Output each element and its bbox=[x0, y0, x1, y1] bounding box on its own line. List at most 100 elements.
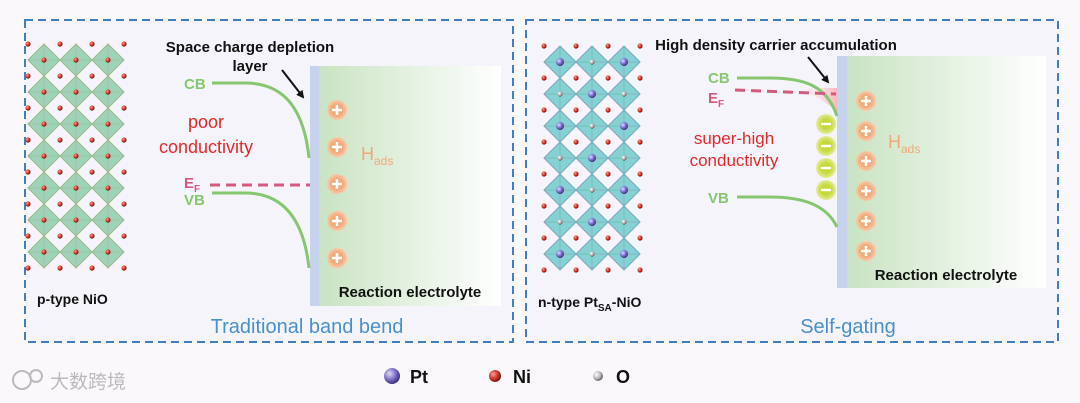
ni-atom bbox=[57, 41, 63, 47]
ni-atom bbox=[637, 107, 643, 113]
pt-atom bbox=[556, 186, 564, 194]
ni-atom bbox=[637, 43, 643, 49]
hads-label-left: Hads bbox=[361, 144, 393, 168]
ni-atom bbox=[89, 265, 95, 271]
ni-atom bbox=[541, 139, 547, 145]
o-atom bbox=[621, 219, 627, 225]
o-atom bbox=[621, 155, 627, 161]
left-panel: Space charge depletion layer CB VB EF po… bbox=[24, 19, 514, 343]
ni-atom bbox=[89, 233, 95, 239]
ni-atom bbox=[573, 203, 579, 209]
panel-title-left: Traditional band bend bbox=[211, 316, 404, 338]
ni-atom bbox=[573, 139, 579, 145]
ni-atom bbox=[105, 153, 111, 159]
ni-atom bbox=[73, 249, 79, 255]
legend-item-ni: Ni bbox=[489, 367, 531, 387]
ni-atom bbox=[121, 233, 127, 239]
ni-atom bbox=[25, 169, 31, 175]
ni-atom bbox=[25, 73, 31, 79]
o-atom bbox=[589, 251, 595, 257]
ni-atom bbox=[73, 121, 79, 127]
ni-atom bbox=[105, 89, 111, 95]
positive-charges-right bbox=[856, 91, 876, 261]
ni-atom bbox=[57, 265, 63, 271]
ni-atom bbox=[41, 217, 47, 223]
pt-atom bbox=[620, 250, 628, 258]
negative-charge bbox=[816, 114, 836, 134]
ni-atom bbox=[57, 73, 63, 79]
ni-atom bbox=[105, 217, 111, 223]
positive-charges-left bbox=[327, 100, 347, 268]
annotation-right: High density carrier accumulation bbox=[655, 37, 897, 54]
o-atom bbox=[589, 59, 595, 65]
ni-atom bbox=[121, 41, 127, 47]
ni-atom bbox=[89, 201, 95, 207]
pt-atom bbox=[620, 122, 628, 130]
legend-label: Ni bbox=[513, 367, 531, 387]
ni-atom bbox=[41, 249, 47, 255]
ni-atom bbox=[541, 235, 547, 241]
electrolyte-label-left: Reaction electrolyte bbox=[339, 284, 482, 301]
ni-atom bbox=[25, 233, 31, 239]
annotation-left-line1: Space charge depletion bbox=[166, 39, 334, 56]
ni-atom bbox=[25, 105, 31, 111]
legend-label: O bbox=[616, 367, 630, 387]
valence-band-left bbox=[212, 191, 311, 269]
pt-atom bbox=[588, 90, 596, 98]
electrode-surface-right bbox=[837, 56, 847, 288]
ni-atom bbox=[121, 201, 127, 207]
ni-atom bbox=[605, 75, 611, 81]
ni-atom bbox=[105, 57, 111, 63]
pt-atom bbox=[620, 58, 628, 66]
electrode-surface-left bbox=[310, 66, 319, 306]
positive-charge bbox=[327, 174, 347, 194]
ef-label-left: EF bbox=[184, 175, 200, 195]
ni-atom bbox=[573, 75, 579, 81]
positive-charge bbox=[327, 137, 347, 157]
ni-atom bbox=[89, 169, 95, 175]
ni-atom bbox=[73, 185, 79, 191]
pt-atom bbox=[556, 58, 564, 66]
ni-atom bbox=[89, 105, 95, 111]
depletion-arrow bbox=[281, 69, 305, 99]
ni-atom bbox=[541, 107, 547, 113]
ni-atom bbox=[57, 201, 63, 207]
material-label-left: p-type NiO bbox=[37, 291, 108, 307]
positive-charge bbox=[327, 100, 347, 120]
cb-label-right: CB bbox=[708, 70, 730, 87]
conductivity-right-line2: conductivity bbox=[690, 151, 779, 170]
hads-label-right: Hads bbox=[888, 132, 920, 156]
o-atom bbox=[557, 91, 563, 97]
ni-atom bbox=[25, 265, 31, 271]
ni-atom bbox=[41, 185, 47, 191]
ni-atom bbox=[105, 249, 111, 255]
ni-atom bbox=[637, 203, 643, 209]
material-label-right: n-type PtSA-NiO bbox=[538, 294, 641, 314]
positive-charge bbox=[856, 181, 876, 201]
negative-charge bbox=[816, 136, 836, 156]
ni-atom bbox=[541, 267, 547, 273]
negative-charge bbox=[816, 158, 836, 178]
ni-atom bbox=[605, 267, 611, 273]
annotation-left-line2: layer bbox=[232, 58, 267, 75]
positive-charge bbox=[327, 248, 347, 268]
legend-item-pt: Pt bbox=[384, 367, 428, 387]
positive-charge bbox=[856, 151, 876, 171]
pt-atom bbox=[588, 154, 596, 162]
ni-atom bbox=[57, 169, 63, 175]
watermark: 大数跨境 bbox=[12, 369, 126, 393]
o-atom bbox=[557, 219, 563, 225]
watermark-logo-icon bbox=[12, 370, 32, 390]
o-atom bbox=[557, 155, 563, 161]
nio-crystal-structure bbox=[25, 41, 127, 271]
ni-atom bbox=[637, 139, 643, 145]
ni-atom bbox=[25, 41, 31, 47]
ni-atom bbox=[121, 265, 127, 271]
ni-atom bbox=[41, 57, 47, 63]
legend-swatch bbox=[384, 368, 400, 384]
ni-atom bbox=[605, 171, 611, 177]
panel-title-right: Self-gating bbox=[800, 316, 896, 338]
positive-charge bbox=[856, 121, 876, 141]
o-atom bbox=[589, 187, 595, 193]
